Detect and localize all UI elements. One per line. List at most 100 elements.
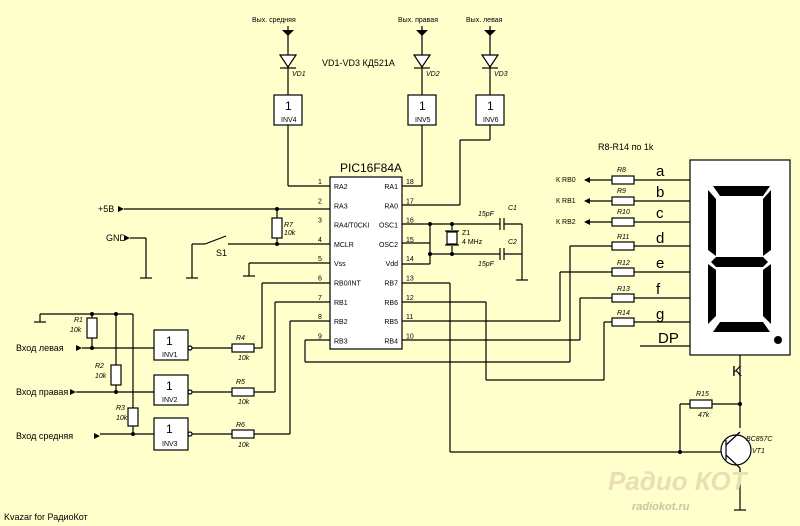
- mcu-pin-number: 18: [406, 179, 414, 186]
- r2-label: R2: [95, 363, 104, 370]
- r13-label: R13: [617, 286, 630, 293]
- segment-e: [708, 264, 716, 324]
- inv2-label: INV2: [162, 397, 178, 404]
- radiokot-site: radiokot.ru: [632, 501, 690, 513]
- mcu-name: PIC16F84A: [340, 161, 402, 175]
- mcu-pin-name: RA1: [384, 184, 398, 191]
- mcu-pin-name: RB4: [384, 338, 398, 345]
- inverter-inv6: [475, 94, 505, 126]
- mcu-pin-name: RB7: [384, 281, 398, 288]
- r5-value: 10k: [238, 399, 250, 406]
- vcc-label: +5В: [98, 204, 114, 214]
- resistor-r9: [611, 196, 635, 206]
- mcu-pin-number: 5: [318, 256, 322, 263]
- arrow-icon: [584, 177, 590, 183]
- radiokot-logo: Радио КОТ: [608, 466, 749, 496]
- mcu-pin-name: RA4/T0CKI: [334, 223, 369, 230]
- mcu-pin-name: RB6: [384, 300, 398, 307]
- arrow-icon: [76, 345, 82, 351]
- output-left-group: Вых. левая VD3 1 INV6: [402, 17, 508, 206]
- arrow-icon: [282, 30, 294, 36]
- segment-f: [708, 190, 716, 256]
- segment-g: [711, 257, 768, 267]
- output-right-group: Вых. правая VD2 1 INV5: [398, 17, 440, 187]
- crystal-z1: [446, 231, 458, 245]
- diode-vd1: [278, 54, 298, 69]
- segment-dp: [774, 336, 782, 344]
- segment-a: [713, 186, 770, 196]
- resistor-r8: [611, 175, 635, 185]
- r12-label: R12: [617, 260, 630, 267]
- resistor-r11: [611, 241, 635, 251]
- input-mid-label: Вход средняя: [16, 431, 73, 441]
- inverter-inv1: [153, 329, 189, 361]
- segment-f-label: f: [656, 281, 661, 298]
- mcu-pin-name: RA2: [334, 184, 348, 191]
- resistor-r13: [611, 293, 635, 303]
- mcu-pin-name: RB5: [384, 319, 398, 326]
- r6-value: 10k: [238, 442, 250, 449]
- segment-b: [763, 190, 771, 256]
- arrow-icon: [416, 30, 428, 36]
- mcu-pin-number: 4: [318, 237, 322, 244]
- arrow-icon: [484, 30, 496, 36]
- mcu-pin-name: RB2: [334, 319, 348, 326]
- mcu-pin-number: 14: [406, 256, 414, 263]
- arrow-icon: [118, 206, 124, 212]
- resistor-r2: [110, 364, 122, 386]
- mcu-pin-number: 15: [406, 237, 414, 244]
- mcu-pin-name: RB0/INT: [334, 281, 362, 288]
- mcu-pin-number: 16: [406, 218, 414, 225]
- inverter-inv2: [153, 374, 189, 406]
- mcu-pin-name: MCLR: [334, 242, 354, 249]
- output-mid-label: Вых. средняя: [252, 17, 296, 24]
- resistor-r6: [231, 429, 255, 439]
- r3-label: R3: [116, 405, 125, 412]
- r5-label: R5: [236, 379, 245, 386]
- resistor-r4: [231, 343, 255, 353]
- resistor-r3: [127, 407, 139, 427]
- rb0-link: К RB0: [556, 177, 576, 184]
- mcu-pin-number: 17: [406, 198, 414, 205]
- resistor-r15: [689, 399, 713, 409]
- inv3-symbol: 1: [166, 422, 173, 436]
- mcu-pin-name: OSC2: [379, 242, 398, 249]
- inv4-symbol: 1: [285, 99, 292, 113]
- vd2-label: VD2: [426, 71, 440, 78]
- inverter-inv4: [273, 94, 303, 126]
- resistor-r14: [611, 317, 635, 327]
- diodes-note: VD1-VD3 КД521А: [322, 58, 395, 68]
- segment-d: [713, 322, 770, 332]
- arrow-icon: [584, 219, 590, 225]
- resistor-r12: [611, 267, 635, 277]
- vd3-label: VD3: [494, 71, 508, 78]
- rb1-link: К RB1: [556, 198, 576, 205]
- mcu-pin-name: RA3: [334, 203, 348, 210]
- output-left-label: Вых. левая: [466, 17, 503, 24]
- mcu-pin-number: 1: [318, 179, 322, 186]
- inv5-label: INV5: [415, 117, 431, 124]
- segment-c: [763, 264, 771, 324]
- arrow-icon: [584, 198, 590, 204]
- inv1-label: INV1: [162, 352, 178, 359]
- mcu-pin-name: RB3: [334, 338, 348, 345]
- r9-label: R9: [617, 188, 626, 195]
- r1-label: R1: [74, 317, 83, 324]
- c1-label: C1: [508, 205, 517, 212]
- r6-label: R6: [236, 422, 245, 429]
- resistor-r5: [231, 387, 255, 397]
- r15-value: 47k: [698, 412, 710, 419]
- inv1-symbol: 1: [166, 334, 173, 348]
- resistor-r1: [86, 317, 98, 339]
- mcu-pin-number: 2: [318, 198, 322, 205]
- r8-label: R8: [617, 167, 626, 174]
- inverter-inv3: [153, 417, 189, 451]
- r15-label: R15: [696, 391, 709, 398]
- arrow-icon: [94, 433, 100, 439]
- r8-r14-note: R8-R14 по 1k: [598, 142, 654, 152]
- c2-label: C2: [508, 239, 517, 246]
- c1-value: 15pF: [478, 211, 495, 218]
- segment-b-label: b: [656, 184, 664, 201]
- r2-value: 10k: [95, 373, 107, 380]
